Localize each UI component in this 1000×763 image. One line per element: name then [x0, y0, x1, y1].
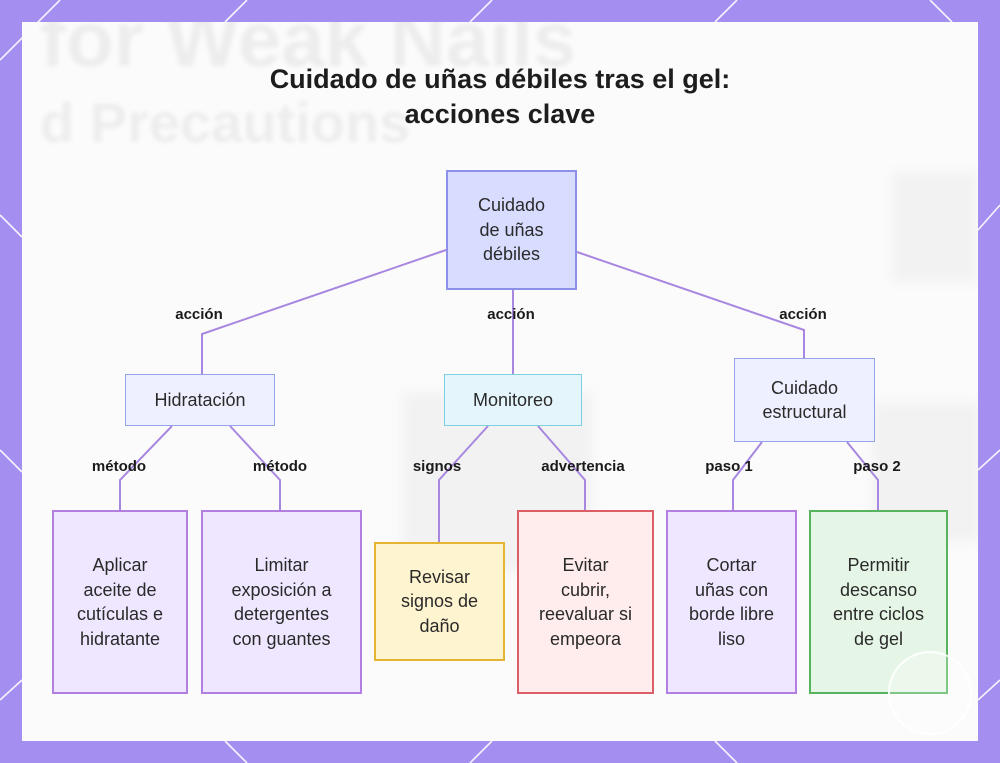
watermark-line1: for Weak Nails: [40, 22, 577, 83]
node-estructural: Cuidado estructural: [734, 358, 875, 442]
label-est-descanso: paso 2: [853, 458, 901, 475]
edge-mon-evitar: [537, 425, 586, 510]
diagram-title: Cuidado de uñas débiles tras el gel: acc…: [22, 62, 978, 132]
edge-mon-revisar: [438, 425, 489, 542]
watermark-badge-icon: [888, 651, 972, 735]
node-cortar: Cortar uñas con borde libre liso: [666, 510, 797, 694]
node-evitar: Evitar cubrir, reevaluar si empeora: [517, 510, 654, 694]
node-revisar: Revisar signos de daño: [374, 542, 505, 661]
node-detergentes: Limitar exposición a detergentes con gua…: [201, 510, 362, 694]
label-est-cortar: paso 1: [705, 458, 753, 475]
edge-root-hidratacion: [201, 249, 447, 374]
edge-hid-detergentes: [229, 425, 281, 510]
node-monitoreo: Monitoreo: [444, 374, 582, 426]
label-root-monitoreo: acción: [487, 306, 535, 323]
diagram-card: for Weak Nails d Precautions Cuidado de …: [22, 22, 978, 741]
title-line1: Cuidado de uñas débiles tras el gel:: [269, 64, 731, 94]
edge-est-cortar: [732, 441, 763, 510]
title-line2: acciones clave: [404, 99, 596, 129]
node-hidratacion: Hidratación: [125, 374, 275, 426]
edge-est-descanso: [846, 441, 879, 510]
label-root-hidratacion: acción: [175, 306, 223, 323]
watermark-line2: d Precautions: [40, 91, 411, 154]
node-root: Cuidado de uñas débiles: [446, 170, 577, 290]
label-mon-revisar: signos: [412, 458, 462, 475]
edge-root-estructural: [576, 251, 805, 358]
edge-hid-aceite: [119, 425, 173, 510]
label-hid-aceite: método: [91, 458, 147, 475]
label-root-estructural: acción: [779, 306, 827, 323]
label-mon-evitar: advertencia: [541, 458, 625, 475]
node-aceite: Aplicar aceite de cutículas e hidratante: [52, 510, 188, 694]
edges: [119, 249, 879, 542]
label-hid-detergentes: método: [252, 458, 308, 475]
